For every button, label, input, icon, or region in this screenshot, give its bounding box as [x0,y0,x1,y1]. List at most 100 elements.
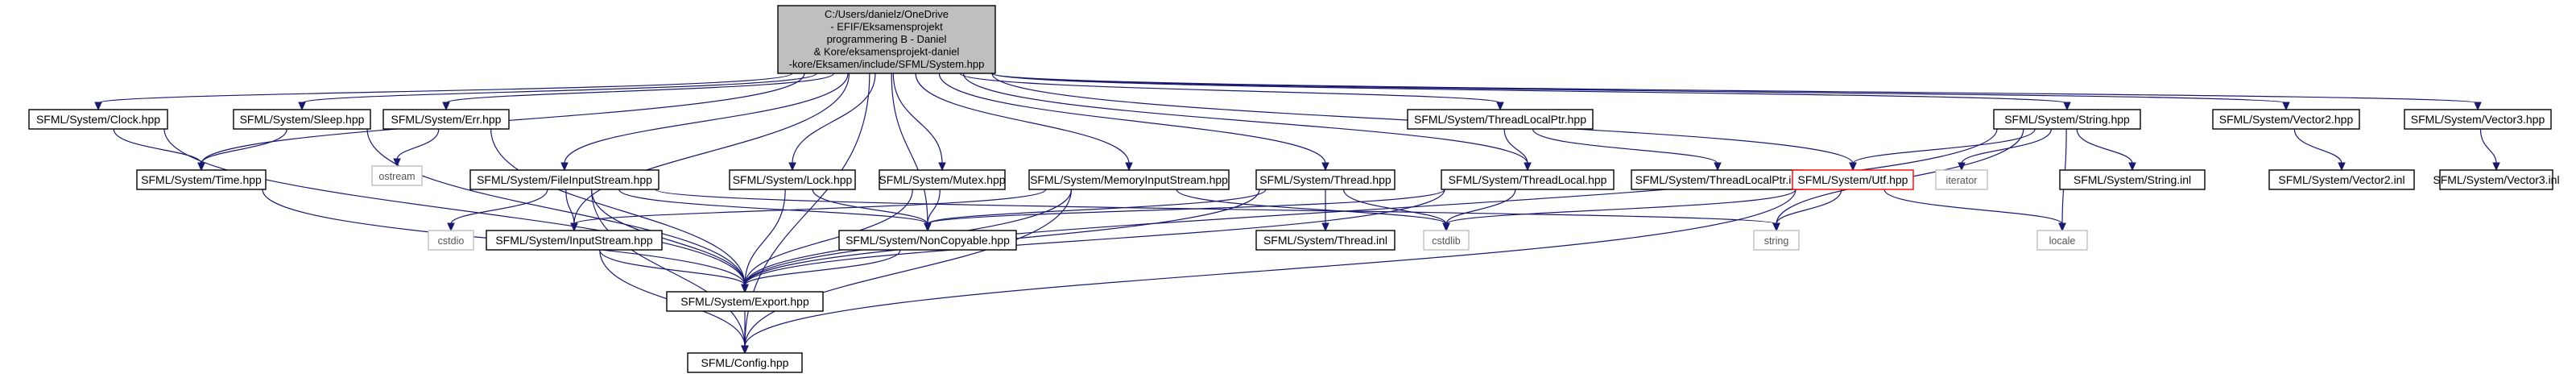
node-label: iterator [1946,175,1978,186]
edge-root-to-vec2 [991,73,2290,111]
edge-line [1445,189,1516,225]
edge-fis-to-config [591,189,749,355]
node-tlptr[interactable]: SFML/System/ThreadLocalPtr.hpp [1407,109,1594,130]
edge-root-to-lock [788,73,876,172]
node-box [2212,109,2360,130]
edge-tlptr-to-tlptrinl [1532,128,1722,172]
edge-arrowhead [447,222,455,232]
edge-line [1852,128,2036,164]
edge-arrowhead [298,102,306,111]
edge-line [744,189,1445,286]
edge-root-to-string [991,73,2071,111]
node-label: SFML/System/ThreadLocalPtr.hpp [1414,113,1586,126]
node-box [1028,169,1230,190]
node-vec3inl[interactable]: SFML/System/Vector3.inl [2433,169,2560,190]
node-label: SFML/System/Vector2.hpp [2219,113,2354,126]
node-vec3[interactable]: SFML/System/Vector3.hpp [2404,109,2552,130]
node-label: SFML/System/Vector2.inl [2278,173,2404,186]
node-stringinl[interactable]: SFML/System/String.inl [2059,169,2206,190]
edge-line [618,189,928,225]
edge-line [1776,189,1842,225]
node-tlptrinl[interactable]: SFML/System/ThreadLocalPtr.inl [1631,169,1805,190]
edge-line [565,189,575,225]
node-label: SFML/System/Sleep.hpp [240,113,365,126]
node-box [2439,169,2553,190]
edge-arrowhead [1496,102,1504,111]
node-string[interactable]: SFML/System/String.hpp [1993,109,2141,130]
edge-root-to-inputstream [570,73,850,232]
edge-line [591,189,746,347]
node-mis[interactable]: SFML/System/MemoryInputStream.hpp [1028,169,1230,190]
edge-arrowhead [2492,162,2500,172]
node-inputstream[interactable]: SFML/System/InputStream.hpp [486,230,663,251]
node-time[interactable]: SFML/System/Time.hpp [136,169,267,190]
node-box [687,352,803,373]
edge-arrowhead [94,102,102,111]
edge-lock-to-export [741,189,786,293]
node-label: SFML/System/Clock.hpp [36,113,160,126]
node-fis[interactable]: SFML/System/FileInputStream.hpp [469,169,660,190]
edge-utf-to-cstdlib [1442,189,1797,232]
edge-line [812,189,928,225]
edge-arrowhead [788,162,796,172]
node-config[interactable]: SFML/Config.hpp [687,352,803,373]
node-root[interactable]: C:/Users/danielz/OneDrive- EFIF/Eksamens… [777,5,996,74]
edge-root-to-clock [94,73,793,111]
node-box [2036,230,2088,251]
node-cstdio: cstdio [428,230,474,251]
node-sleep[interactable]: SFML/System/Sleep.hpp [233,109,371,130]
edge-string-to-iterator [1958,128,2052,172]
edge-line [1503,128,1528,164]
edge-line [490,128,746,286]
node-label-line: C:/Users/danielz/OneDrive [825,8,949,20]
node-label: ostream [378,171,415,182]
node-box [879,169,1006,190]
node-label: SFML/System/NonCopyable.hpp [846,234,1010,247]
edge-arrowhead [1772,222,1780,232]
node-vec2[interactable]: SFML/System/Vector2.hpp [2212,109,2360,130]
edge-arrowhead [741,345,749,355]
edge-string-to-stringinl [2076,128,2136,172]
node-tlocal[interactable]: SFML/System/ThreadLocal.hpp [1441,169,1615,190]
node-locale: locale [2036,230,2088,251]
node-noncopyable[interactable]: SFML/System/NonCopyable.hpp [838,230,1017,251]
node-label: SFML/System/Mutex.hpp [879,173,1005,186]
edge-line [573,73,850,225]
node-lock[interactable]: SFML/System/Lock.hpp [729,169,856,190]
node-box [1753,230,1800,251]
edge-line [927,189,1445,225]
edge-line [2479,128,2497,164]
node-box [486,230,663,251]
node-utf[interactable]: SFML/System/Utf.hpp [1792,169,1914,190]
node-clock[interactable]: SFML/System/Clock.hpp [28,109,168,130]
edge-line [915,73,1130,164]
node-label: SFML/System/Thread.inl [1263,234,1387,247]
node-mutex[interactable]: SFML/System/Mutex.hpp [879,169,1006,190]
edge-vec3-to-vec3inl [2479,128,2500,172]
node-box [371,165,423,186]
node-label: SFML/System/MemoryInputStream.hpp [1030,173,1228,186]
node-threadinl[interactable]: SFML/System/Thread.inl [1255,230,1396,251]
node-label: SFML/System/FileInputStream.hpp [477,173,652,186]
node-box [2404,109,2552,130]
edge-line [744,128,1998,286]
node-iterator: iterator [1935,169,1988,190]
node-box [2059,169,2206,190]
node-label-line: - EFIF/Eksamensprojekt [830,21,943,33]
edge-arrowhead [1442,222,1450,232]
node-label: SFML/System/Vector3.hpp [2411,113,2545,126]
edge-root-to-err [442,73,834,111]
node-label: SFML/Config.hpp [701,356,789,369]
node-label: SFML/System/Vector3.inl [2433,173,2559,186]
node-vec2inl[interactable]: SFML/System/Vector2.inl [2268,169,2415,190]
node-export[interactable]: SFML/System/Export.hpp [666,291,824,312]
edge-line [113,128,202,164]
node-box [1631,169,1805,190]
node-thread[interactable]: SFML/System/Thread.hpp [1255,169,1396,190]
edge-line [1532,128,1718,164]
edge-line [991,73,2287,104]
node-err[interactable]: SFML/System/Err.hpp [382,109,510,130]
edge-root-to-fis [560,73,849,172]
edge-line [599,249,746,286]
edge-line [1342,189,1447,225]
